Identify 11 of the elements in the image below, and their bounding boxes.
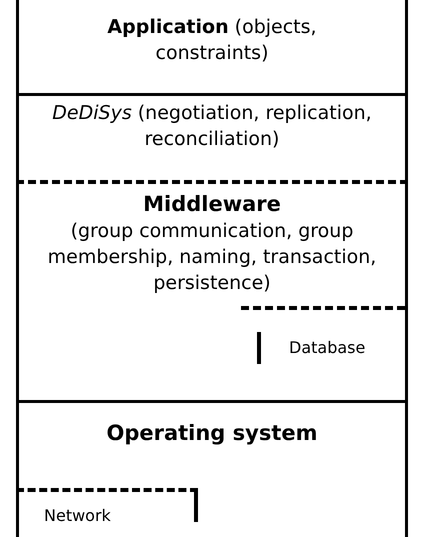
layer-description: (group communication, group membership, naming, transaction, persistence): [46, 219, 378, 296]
layer-title: Operating system: [105, 420, 319, 447]
layer-box: [16, 0, 408, 96]
layer-box: [16, 96, 408, 184]
layer-description: DeDiSys (negotiation, replication, reconciliation): [51, 101, 373, 152]
layer-box: [16, 184, 408, 403]
layer-description: Application (objects, constraints): [106, 15, 318, 66]
layer-box: [16, 403, 408, 537]
sub-layer-label: Network: [44, 506, 111, 525]
sub-layer-label: Database: [289, 338, 366, 357]
layer-title: Middleware: [142, 191, 282, 218]
